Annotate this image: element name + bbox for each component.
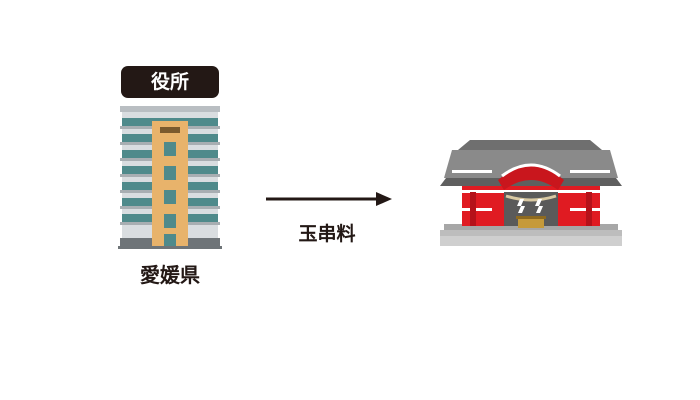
offering-label: 玉串料 bbox=[298, 223, 356, 245]
prefecture-label: 愛媛県 bbox=[140, 263, 200, 287]
office-badge: 役所 bbox=[121, 66, 219, 98]
